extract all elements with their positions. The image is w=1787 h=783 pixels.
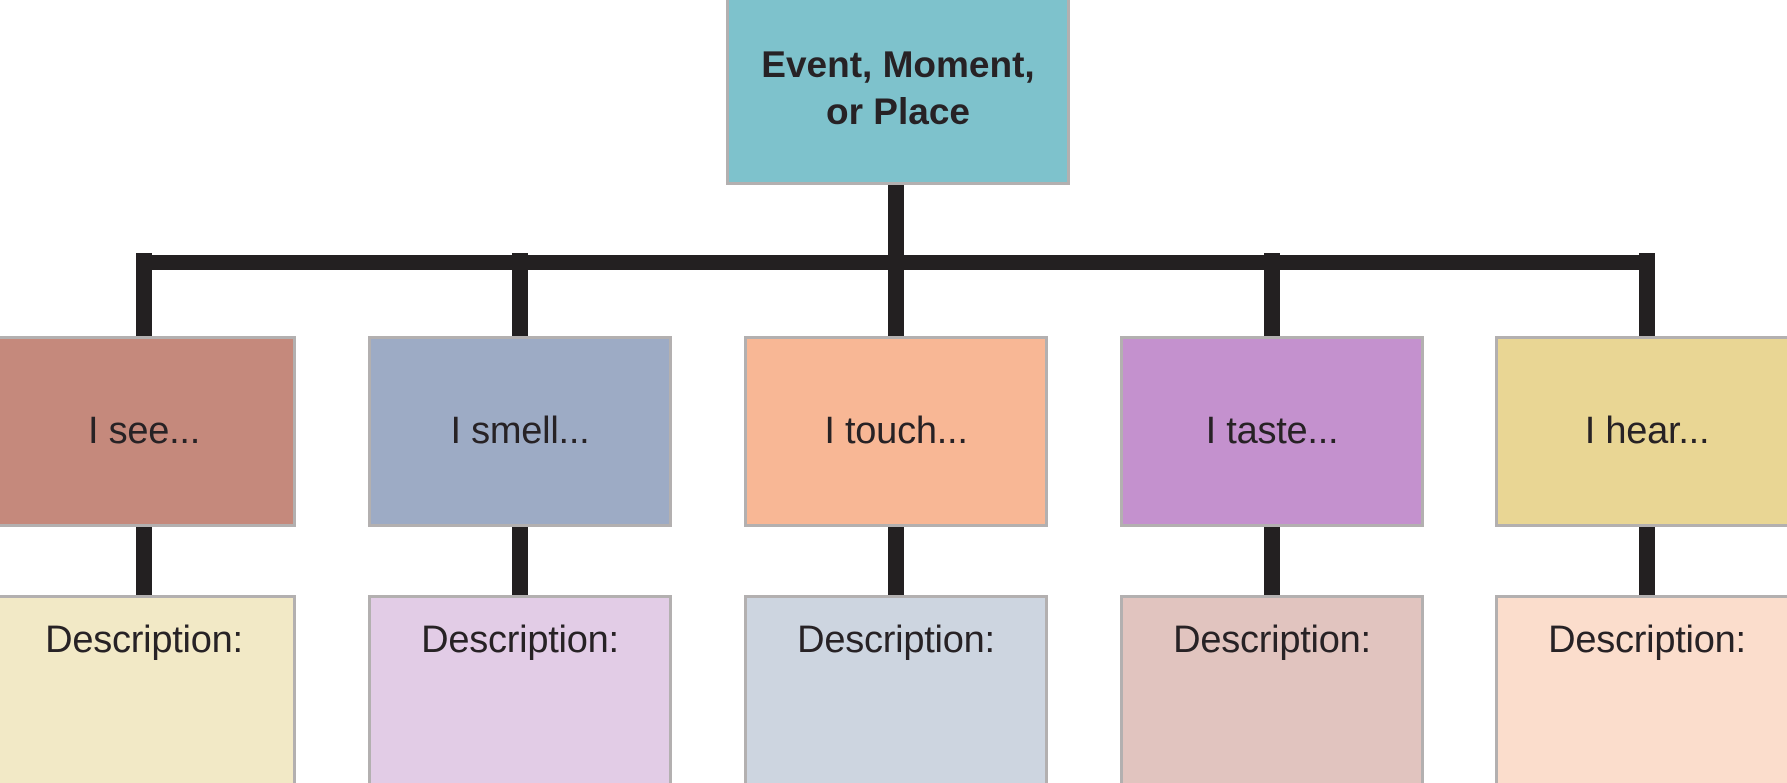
description-node-taste: Description: — [1120, 595, 1424, 783]
sense-node-touch-label: I touch... — [824, 410, 968, 452]
sense-node-hear: I hear... — [1495, 336, 1787, 527]
connector-horizontal-line — [136, 255, 1655, 270]
connector-drop-hear — [1639, 253, 1655, 340]
description-node-see: Description: — [0, 595, 296, 783]
description-node-hear-label: Description: — [1548, 619, 1746, 661]
connector-stub-smell — [512, 523, 528, 599]
root-node-event-moment-place: Event, Moment, or Place — [726, 0, 1070, 185]
sense-node-smell: I smell... — [368, 336, 672, 527]
description-node-taste-label: Description: — [1173, 619, 1371, 661]
connector-stub-hear — [1639, 523, 1655, 599]
sense-node-taste: I taste... — [1120, 336, 1424, 527]
connector-drop-taste — [1264, 253, 1280, 340]
description-node-touch-label: Description: — [797, 619, 995, 661]
description-node-smell-label: Description: — [421, 619, 619, 661]
connector-drop-smell — [512, 253, 528, 340]
sense-node-see: I see... — [0, 336, 296, 527]
connector-stub-touch — [888, 523, 904, 599]
sense-node-touch: I touch... — [744, 336, 1048, 527]
sense-node-smell-label: I smell... — [450, 410, 590, 452]
root-node-label-line1: Event, Moment, — [761, 44, 1035, 86]
sense-node-see-label: I see... — [87, 410, 201, 452]
root-node-label-line2: or Place — [826, 90, 970, 132]
description-node-hear: Description: — [1495, 595, 1787, 783]
sense-node-taste-label: I taste... — [1205, 410, 1339, 452]
description-node-smell: Description: — [368, 595, 672, 783]
description-node-see-label: Description: — [45, 619, 243, 661]
description-node-touch: Description: — [744, 595, 1048, 783]
connector-stub-see — [136, 523, 152, 599]
connector-stub-taste — [1264, 523, 1280, 599]
sense-node-hear-label: I hear... — [1584, 410, 1710, 452]
connector-drop-see — [136, 253, 152, 340]
